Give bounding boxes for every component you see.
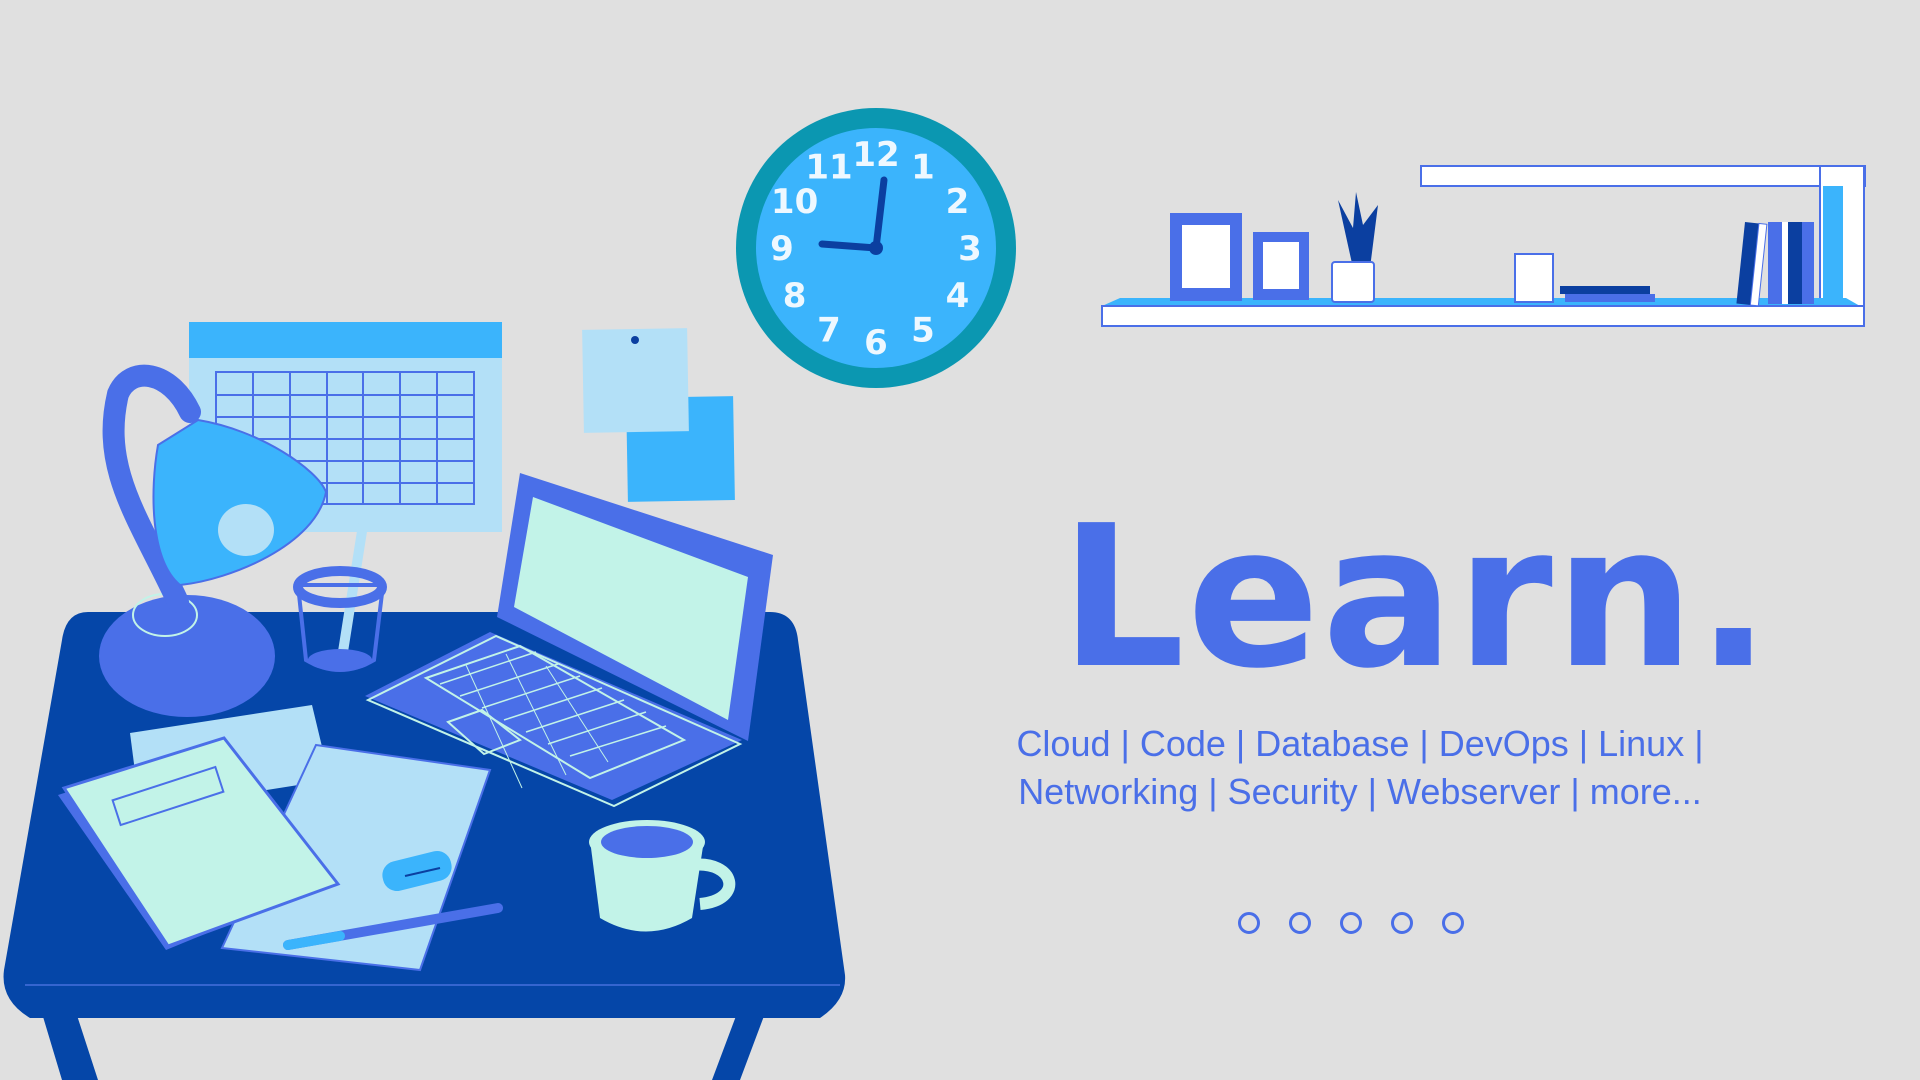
wall-shelf [1101, 165, 1866, 327]
desk-lamp [99, 364, 328, 717]
clock-number: 3 [958, 229, 982, 269]
carousel-dot[interactable] [1238, 912, 1260, 934]
clock-number: 10 [771, 182, 818, 222]
carousel-dot[interactable] [1340, 912, 1362, 934]
topics-list: Cloud | Code | Database | DevOps | Linux… [985, 720, 1735, 816]
topics-line-1: Cloud | Code | Database | DevOps | Linux… [1016, 723, 1704, 764]
hero-headline: Learn. [1060, 484, 1773, 712]
clock-number: 8 [783, 276, 807, 316]
carousel-dots [1238, 912, 1464, 934]
pen-cup [293, 520, 387, 672]
coffee-mug [589, 820, 736, 932]
sticky-notes [582, 328, 735, 502]
clock-number: 6 [864, 323, 888, 363]
laptop [365, 473, 773, 808]
carousel-dot[interactable] [1289, 912, 1311, 934]
carousel-dot[interactable] [1391, 912, 1413, 934]
clock-minute-hand [872, 176, 888, 252]
clock-number: 1 [911, 148, 935, 188]
clock-number: 11 [805, 148, 852, 188]
clock-hour-hand [818, 240, 880, 252]
clock-number: 4 [946, 276, 970, 316]
clock-number: 5 [911, 310, 935, 350]
clock-number: 12 [852, 135, 899, 175]
topics-line-2: Networking | Security | Webserver | more… [1018, 771, 1702, 812]
carousel-dot[interactable] [1442, 912, 1464, 934]
clock-number: 2 [946, 182, 970, 222]
clock-number: 7 [817, 310, 841, 350]
pen-and-eraser [283, 850, 503, 950]
notebook [58, 736, 341, 950]
clock-number: 9 [770, 229, 794, 269]
